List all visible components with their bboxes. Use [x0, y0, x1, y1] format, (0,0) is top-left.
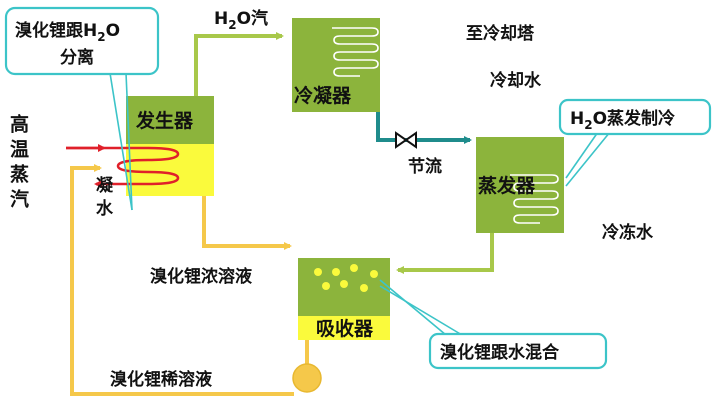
droplet — [322, 282, 330, 290]
callout-separation-line2: 分离 — [60, 47, 94, 68]
absorber-unit: 吸收器 — [298, 258, 390, 340]
conc-solution-pipe — [202, 196, 292, 250]
dilute-solution-pipe — [70, 164, 294, 396]
droplet — [370, 270, 378, 278]
droplet — [340, 280, 348, 288]
evaporator-unit: 蒸发器 — [476, 137, 564, 233]
condensate-label: 凝水 — [92, 176, 113, 222]
callout-mixing-text: 溴化锂跟水混合 — [440, 342, 560, 363]
vapor-pipe — [194, 32, 284, 96]
h2o-vapor-label: H2O汽 — [214, 8, 268, 32]
condenser-coil — [332, 27, 379, 77]
chilled-water-label: 冷冻水 — [602, 222, 654, 243]
conc-solution-label: 溴化锂浓溶液 — [150, 266, 252, 287]
condensate-pipe — [376, 112, 472, 144]
callout-separation-line1: 溴化锂跟H2O — [15, 20, 120, 44]
generator-unit: 发生器 — [66, 96, 214, 196]
throttle-label: 节流 — [408, 156, 442, 177]
dilute-solution-label: 溴化锂稀溶液 — [110, 369, 212, 390]
evaporator-to-absorber-pipe — [396, 233, 494, 274]
callout-evap-cooling: H2O蒸发制冷 — [558, 98, 712, 187]
droplet — [314, 268, 322, 276]
callout-evap-cooling-text: H2O蒸发制冷 — [570, 108, 675, 132]
generator-label: 发生器 — [135, 109, 194, 132]
cooling-water-label: 冷却水 — [490, 70, 542, 91]
evaporator-coil — [510, 174, 559, 224]
condenser-label: 冷凝器 — [294, 84, 352, 107]
evaporator-label: 蒸发器 — [478, 174, 536, 197]
callout-separation: 溴化锂跟H2O 分离 — [4, 6, 160, 211]
droplet — [350, 264, 358, 272]
throttle-valve-icon — [395, 131, 417, 149]
condenser-unit: 冷凝器 — [292, 18, 380, 112]
cooling-tower-label: 至冷却塔 — [466, 23, 535, 44]
callout-mixing: 溴化锂跟水混合 — [379, 279, 608, 370]
droplet — [360, 284, 368, 292]
steam-coil — [66, 146, 180, 188]
solution-pump — [292, 363, 322, 393]
droplet — [332, 268, 340, 276]
absorber-label: 吸收器 — [316, 317, 374, 340]
steam-label: 高温蒸汽 — [7, 113, 29, 214]
